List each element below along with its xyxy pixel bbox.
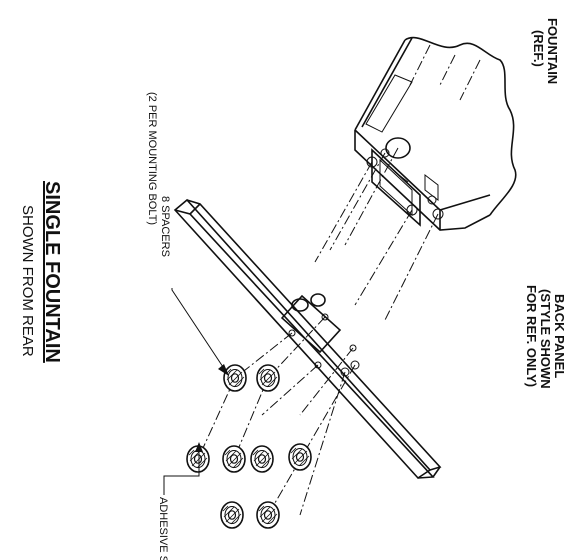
fountain-label: FOUNTAIN (REF.)	[531, 18, 560, 84]
spacers-label-line2: (2 PER MOUNTING BOLT)	[146, 92, 158, 225]
fountain-projection-lines	[314, 147, 439, 321]
spacers-callout-arrow	[171, 288, 229, 376]
adhesive-side-callout-arrow	[163, 442, 203, 495]
spacer	[220, 501, 244, 529]
spacer	[256, 501, 280, 529]
spacer	[256, 364, 280, 392]
back-panel-label-line2: (STYLE SHOWN	[538, 289, 553, 389]
spacer	[288, 443, 312, 471]
back-panel	[173, 198, 442, 480]
fountain-unit	[354, 36, 517, 231]
adhesive-side-label: ADHESIVE SIDE	[157, 497, 169, 560]
fountain-label-line1: FOUNTAIN	[545, 18, 560, 84]
diagram-subtitle: SHOWN FROM REAR	[19, 205, 36, 357]
spacer	[222, 445, 246, 473]
spacers-label-line1: 8 SPACERS	[159, 196, 171, 257]
spacer	[250, 445, 274, 473]
spacers-group	[186, 364, 312, 529]
title-block: SINGLE FOUNTAIN SHOWN FROM REAR	[19, 181, 63, 363]
back-panel-label-line3: FOR REF. ONLY)	[524, 285, 539, 387]
back-panel-label-line1: BACK PANEL	[552, 294, 567, 378]
diagram-title: SINGLE FOUNTAIN	[41, 181, 63, 363]
back-panel-label: BACK PANEL (STYLE SHOWN FOR REF. ONLY)	[524, 285, 567, 389]
spacers-label: 8 SPACERS (2 PER MOUNTING BOLT)	[146, 92, 171, 257]
spacer-projection-lines	[197, 316, 356, 516]
fountain-label-line2: (REF.)	[531, 30, 546, 67]
spacer	[223, 364, 247, 392]
